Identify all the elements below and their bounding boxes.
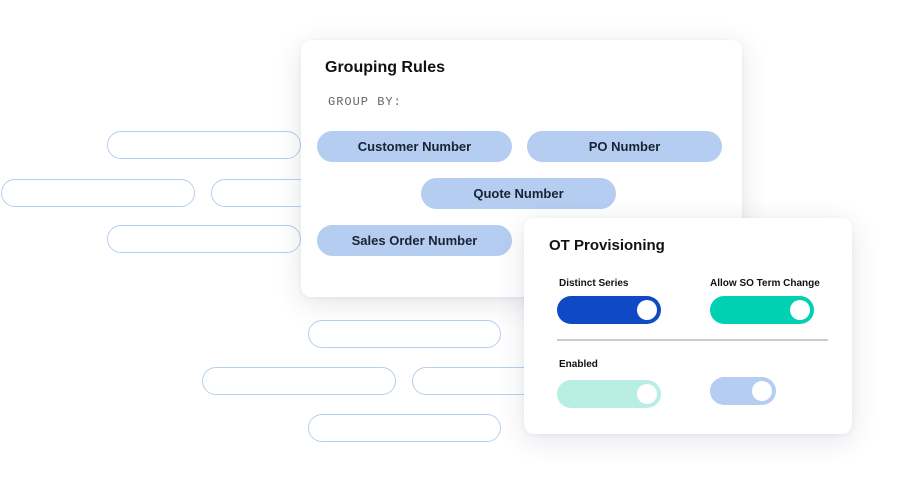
chip-po-number[interactable]: PO Number: [527, 131, 722, 162]
toggle-knob: [790, 300, 810, 320]
distinct-series-toggle[interactable]: [557, 296, 661, 324]
decorative-pill: [1, 179, 195, 207]
decorative-pill: [107, 225, 301, 253]
enabled-label: Enabled: [559, 359, 598, 370]
allow-so-term-change-toggle[interactable]: [710, 296, 814, 324]
decorative-pill: [308, 320, 501, 348]
chip-customer-number[interactable]: Customer Number: [317, 131, 512, 162]
ot-provisioning-card: OT Provisioning Distinct Series Allow SO…: [524, 218, 852, 434]
toggle-knob: [637, 384, 657, 404]
decorative-pill: [308, 414, 501, 442]
allow-so-term-change-label: Allow SO Term Change: [710, 278, 820, 289]
chip-sales-order-number[interactable]: Sales Order Number: [317, 225, 512, 256]
ot-provisioning-title: OT Provisioning: [549, 237, 665, 254]
toggle-knob: [752, 381, 772, 401]
distinct-series-label: Distinct Series: [559, 278, 629, 289]
toggle-knob: [637, 300, 657, 320]
group-by-label: GROUP BY:: [328, 95, 402, 109]
decorative-pill: [202, 367, 396, 395]
decorative-pill: [107, 131, 301, 159]
divider: [557, 339, 828, 341]
enabled-toggle[interactable]: [557, 380, 661, 408]
grouping-rules-title: Grouping Rules: [325, 59, 445, 76]
unlabeled-toggle[interactable]: [710, 377, 776, 405]
chip-quote-number[interactable]: Quote Number: [421, 178, 616, 209]
